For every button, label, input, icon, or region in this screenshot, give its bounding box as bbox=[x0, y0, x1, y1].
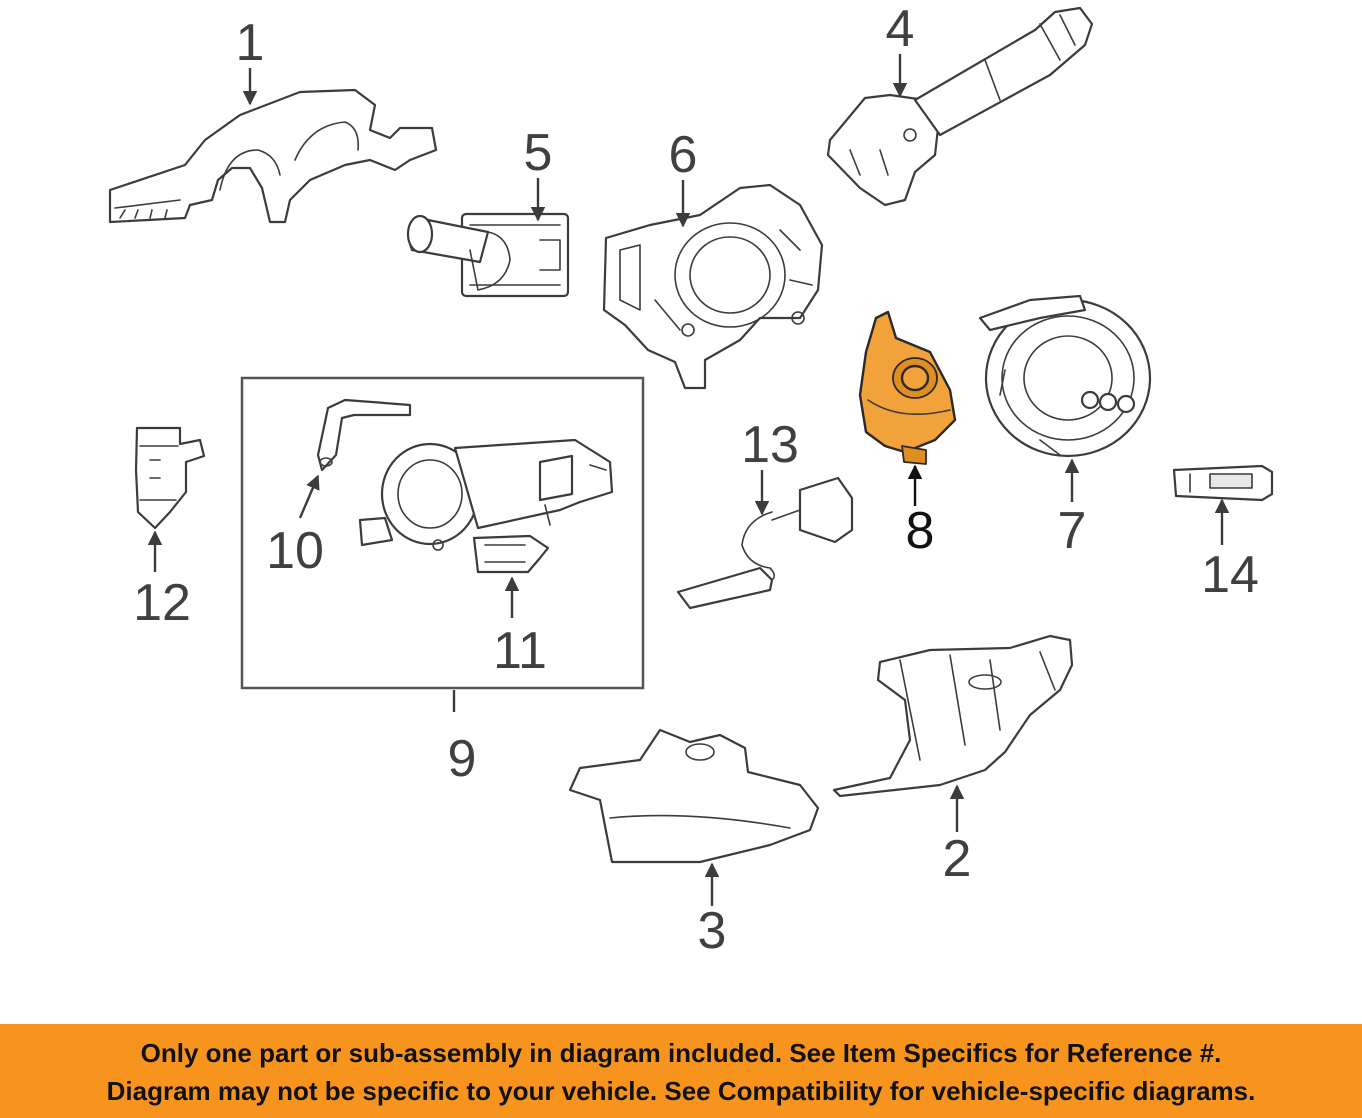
callout-10: 10 bbox=[266, 522, 324, 580]
disclaimer-line-2: Diagram may not be specific to your vehi… bbox=[106, 1076, 1256, 1106]
part-5-multifunction-switch bbox=[406, 212, 570, 298]
part-12-switch bbox=[134, 426, 206, 530]
assembly-box-9 bbox=[240, 376, 645, 690]
callout-5: 5 bbox=[524, 124, 553, 182]
part-14-switch bbox=[1172, 464, 1274, 502]
part-8-steering-angle-sensor bbox=[858, 310, 957, 465]
callout-2: 2 bbox=[943, 830, 972, 888]
part-3-lower-column-cover bbox=[568, 728, 820, 864]
part-9-ignition-lock-assembly bbox=[358, 438, 614, 551]
callout-12: 12 bbox=[133, 574, 191, 632]
disclaimer-line-1: Only one part or sub-assembly in diagram… bbox=[140, 1038, 1222, 1068]
part-11-switch bbox=[472, 534, 550, 574]
callout-1: 1 bbox=[236, 14, 265, 72]
callout-8: 8 bbox=[906, 502, 935, 560]
part-7-clock-spring bbox=[978, 294, 1152, 458]
leader-10 bbox=[298, 474, 320, 519]
part-1-upper-column-cover bbox=[108, 88, 438, 224]
disclaimer-banner: Only one part or sub-assembly in diagram… bbox=[0, 1024, 1362, 1118]
callout-13: 13 bbox=[741, 416, 799, 474]
parts-diagram: 1 2 3 4 5 6 7 8 9 10 11 12 13 14 bbox=[108, 0, 1274, 960]
callout-11: 11 bbox=[493, 622, 547, 680]
callout-3: 3 bbox=[698, 902, 727, 960]
part-10-bracket bbox=[316, 398, 412, 472]
part-13-wiring-harness bbox=[676, 476, 854, 610]
callout-7: 7 bbox=[1058, 502, 1087, 560]
callout-6: 6 bbox=[669, 126, 698, 184]
callout-9: 9 bbox=[448, 730, 477, 788]
callout-14: 14 bbox=[1201, 546, 1259, 604]
part-6-switch-housing bbox=[602, 183, 824, 390]
callout-4: 4 bbox=[886, 0, 915, 58]
part-4-turn-signal-switch bbox=[826, 6, 1094, 207]
part-2-lower-column-cover bbox=[832, 634, 1074, 798]
